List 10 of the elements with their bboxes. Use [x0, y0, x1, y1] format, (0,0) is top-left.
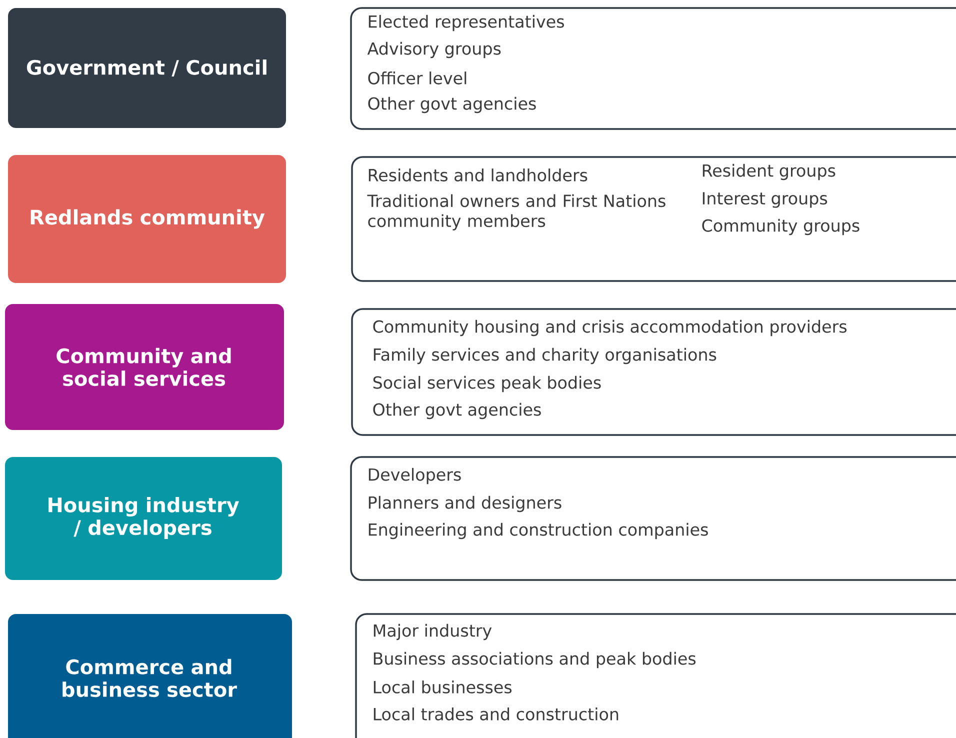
member-list-box: Major industry Business associations and peak bodies Local businesses Local trades and construction	[355, 613, 956, 738]
category-box: Community and social services	[5, 304, 284, 430]
member-list-box: Elected representatives Advisory groups Officer level Other govt agencies	[350, 7, 956, 130]
category-box: Housing industry / developers	[5, 457, 282, 580]
category-box: Commerce and business sector	[8, 614, 292, 738]
member-list-box: Community housing and crisis accommodation providers Family services and charity organisations Social services peak bodies Other govt agencies	[351, 308, 956, 436]
category-box: Redlands community	[8, 155, 286, 283]
member-list-box: Developers Planners and designers Engineering and construction companies	[350, 456, 956, 581]
member-list-box: Residents and landholders Traditional owners and First Nations community members Resident groups Interest groups Community groups	[351, 156, 956, 282]
category-box: Government / Council	[8, 8, 286, 128]
